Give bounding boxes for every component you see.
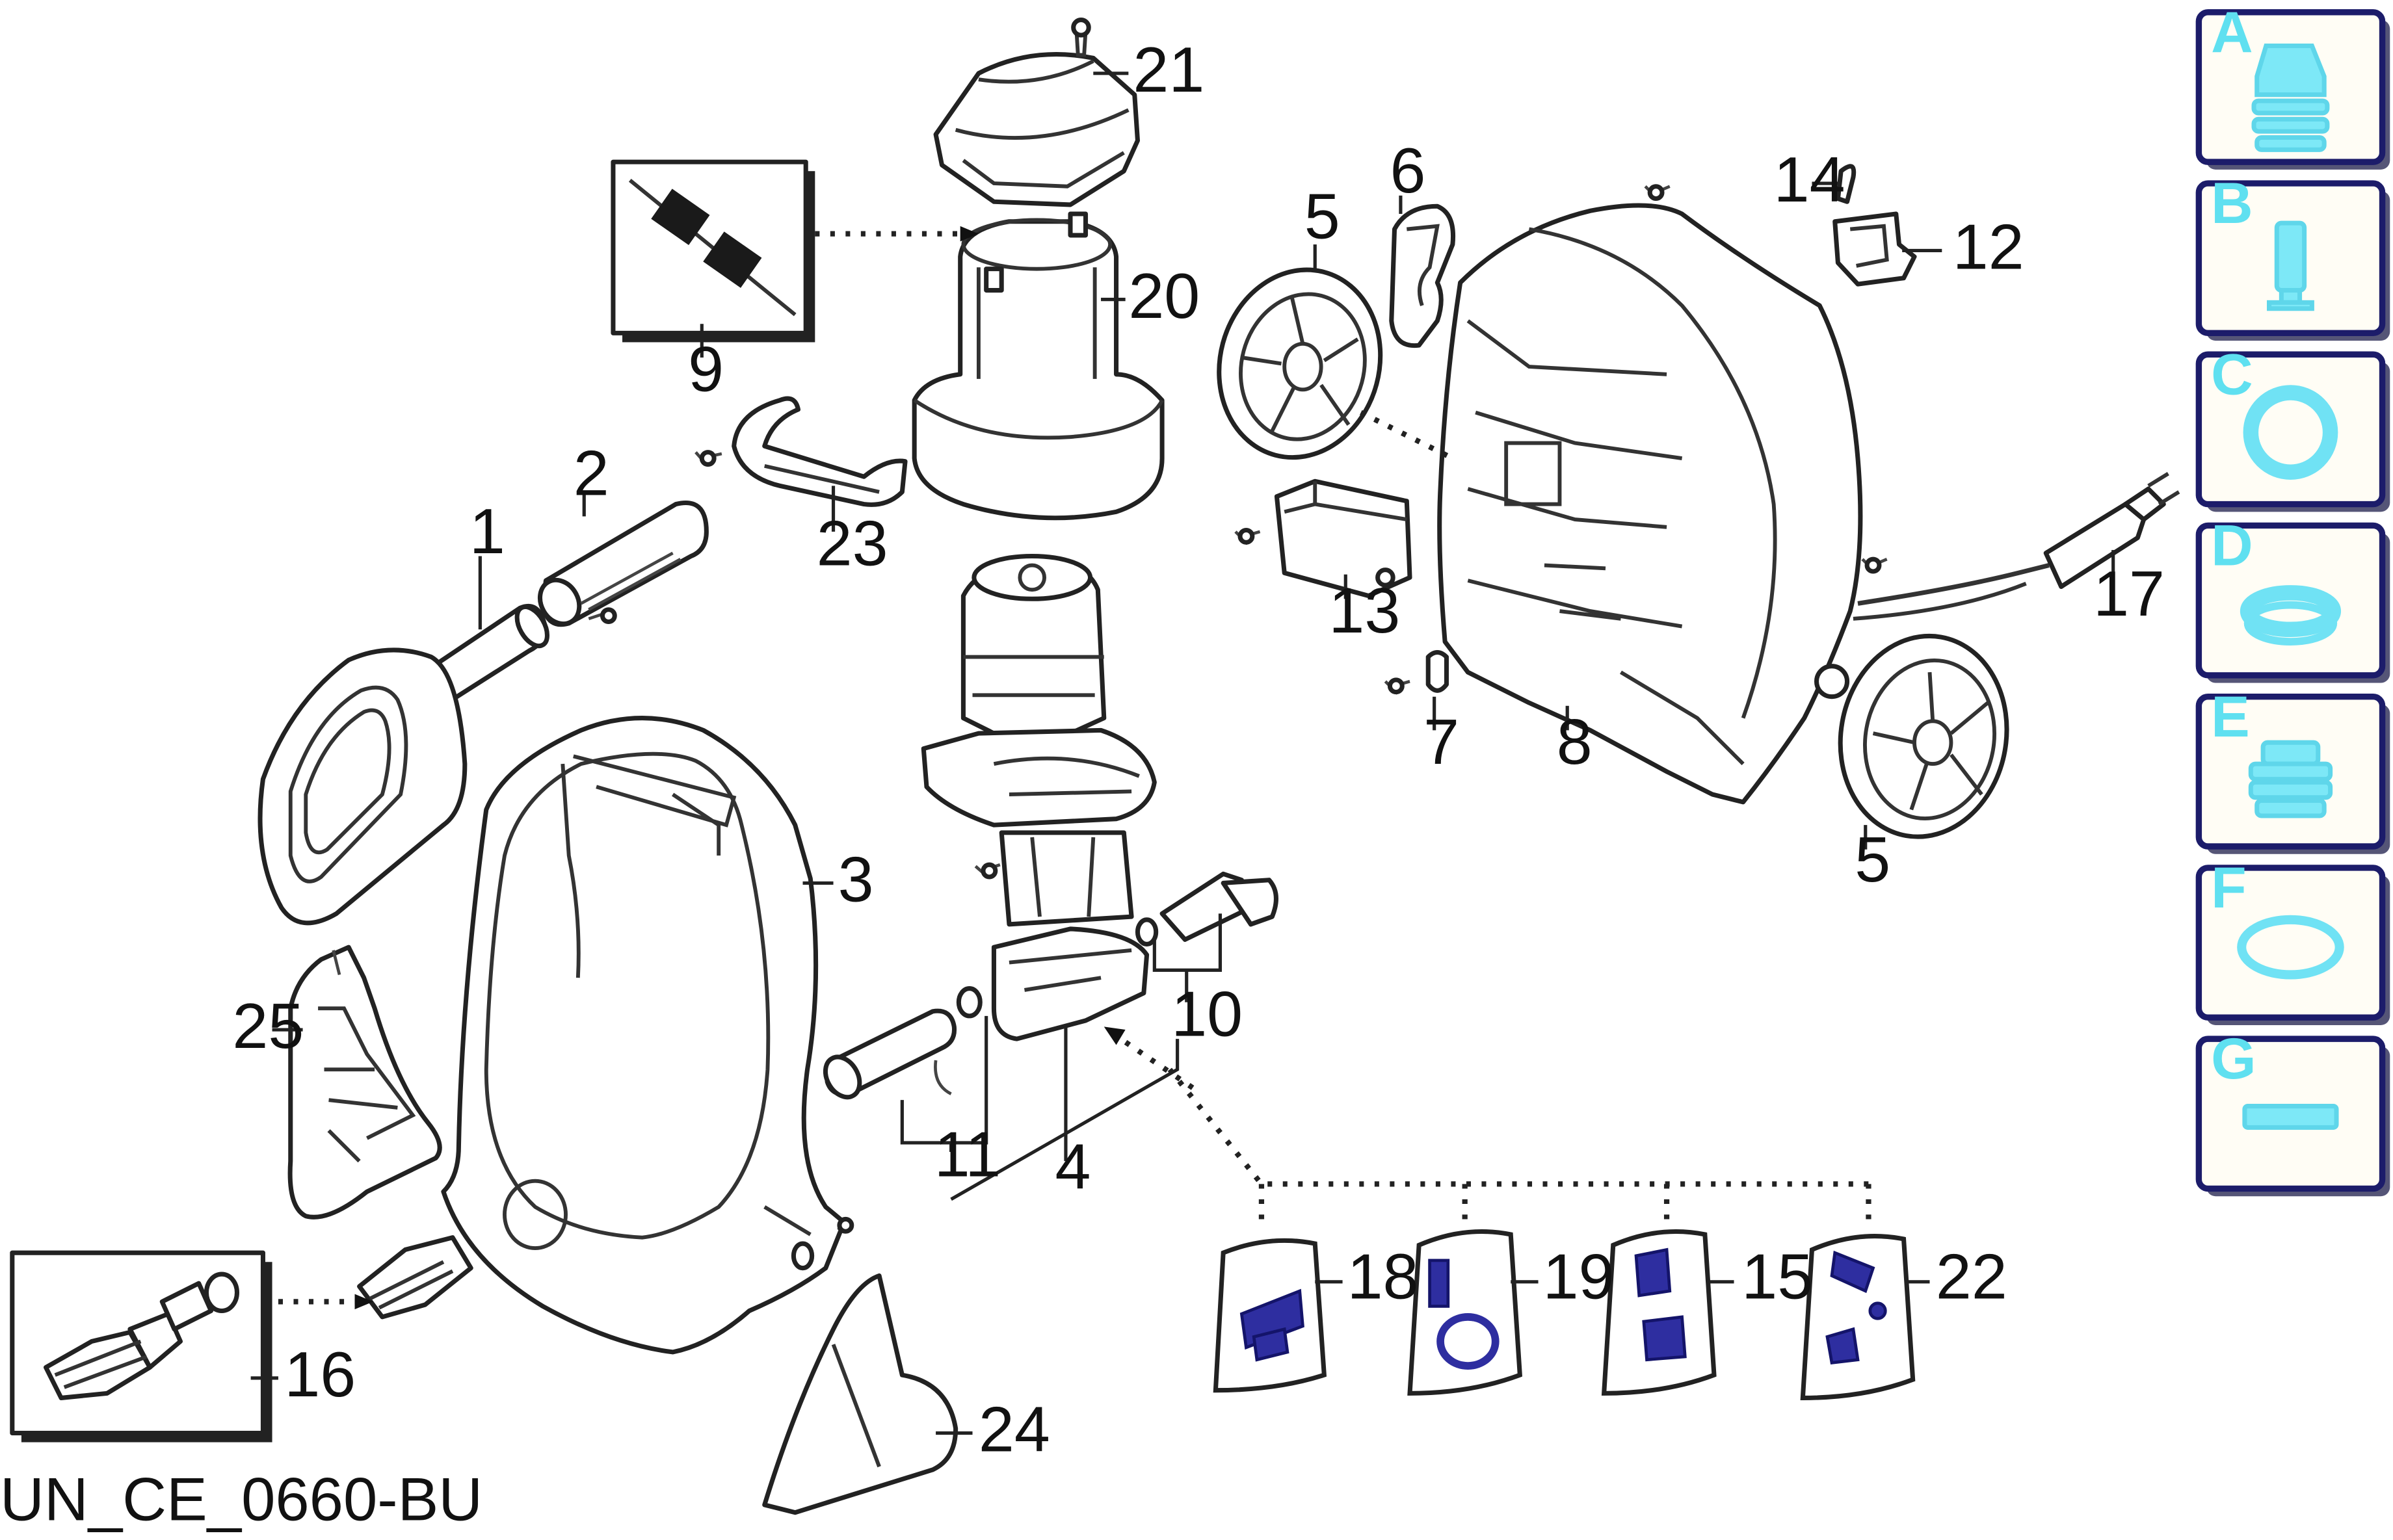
label-3: 3 bbox=[838, 844, 874, 915]
label-17: 17 bbox=[2093, 558, 2165, 629]
drawing-code: UN_CE_0660-BU bbox=[0, 1465, 483, 1533]
motor-housing-part[interactable] bbox=[912, 211, 1165, 521]
label-14: 14 bbox=[1774, 144, 1845, 215]
side-tab-g[interactable]: G bbox=[2195, 1026, 2390, 1197]
side-tab-a[interactable]: A bbox=[2195, 0, 2390, 170]
leader-lines bbox=[250, 72, 2115, 1435]
nozzle-icon bbox=[2251, 43, 2330, 152]
label-19: 19 bbox=[1543, 1241, 1615, 1312]
carbon-brushes-part[interactable] bbox=[611, 159, 815, 343]
label-13: 13 bbox=[1329, 575, 1400, 646]
wheel-lower-part[interactable] bbox=[1825, 623, 2022, 850]
side-tab-b[interactable]: B bbox=[2195, 170, 2390, 341]
oring-icon bbox=[2237, 915, 2344, 980]
electrical-box-part[interactable] bbox=[1234, 478, 1412, 599]
label-8: 8 bbox=[1557, 706, 1593, 777]
fitting-icon bbox=[2248, 740, 2333, 818]
kit-bag-22[interactable] bbox=[1800, 1234, 1916, 1400]
label-10: 10 bbox=[1171, 978, 1243, 1049]
label-9: 9 bbox=[688, 333, 724, 405]
tab-letter-c: C bbox=[2211, 341, 2253, 406]
side-tab-e[interactable]: E bbox=[2195, 684, 2390, 854]
side-trim-part[interactable] bbox=[287, 945, 442, 1220]
label-12: 12 bbox=[1953, 211, 2024, 283]
clip-part[interactable] bbox=[1389, 203, 1456, 348]
lower-cover-part[interactable] bbox=[762, 1216, 959, 1515]
label-7: 7 bbox=[1423, 706, 1459, 777]
label-18: 18 bbox=[1347, 1241, 1419, 1312]
label-11: 11 bbox=[934, 1119, 1001, 1190]
cable-hook-part[interactable] bbox=[1384, 650, 1449, 695]
clamp-screw-part[interactable] bbox=[1835, 164, 1857, 204]
label-5-upper: 5 bbox=[1304, 181, 1340, 252]
label-5-lower: 5 bbox=[1855, 824, 1890, 895]
water-inlet-part[interactable] bbox=[10, 1235, 473, 1442]
label-1: 1 bbox=[469, 495, 505, 567]
kit-bag-15[interactable] bbox=[1601, 1229, 1717, 1396]
side-tab-c[interactable]: C bbox=[2195, 341, 2390, 512]
cylinder-icon bbox=[2267, 220, 2314, 311]
kit-bag-18[interactable] bbox=[1213, 1238, 1327, 1393]
bracket-part[interactable] bbox=[694, 396, 908, 507]
power-cord-part[interactable] bbox=[1853, 472, 2180, 621]
wheel-upper-part[interactable] bbox=[1198, 252, 1401, 476]
pump-motor-assembly-part[interactable] bbox=[921, 553, 1157, 1041]
part-number-labels: 21 20 9 23 2 1 3 25 24 16 5 6 13 7 8 5 1… bbox=[232, 34, 2165, 1465]
front-cover-part[interactable] bbox=[441, 716, 847, 1355]
tab-letter-b: B bbox=[2211, 170, 2253, 235]
label-2: 2 bbox=[574, 437, 609, 508]
side-tab-d[interactable]: D bbox=[2195, 513, 2390, 683]
label-25: 25 bbox=[232, 990, 304, 1062]
label-24: 24 bbox=[979, 1394, 1050, 1465]
label-4: 4 bbox=[1055, 1130, 1091, 1202]
handle-grip-part[interactable] bbox=[258, 647, 468, 926]
tab-letter-e: E bbox=[2211, 684, 2250, 749]
label-15: 15 bbox=[1741, 1241, 1813, 1312]
inlet-fitting-part[interactable] bbox=[819, 986, 983, 1104]
frame-chassis-part[interactable] bbox=[1437, 184, 1888, 805]
label-23: 23 bbox=[817, 508, 888, 579]
motor-cap-part[interactable] bbox=[933, 18, 1140, 207]
kit-bag-19[interactable] bbox=[1407, 1229, 1523, 1396]
ring-icon bbox=[2243, 385, 2338, 480]
tab-letter-a: A bbox=[2211, 0, 2253, 64]
tab-letter-d: D bbox=[2211, 513, 2253, 578]
label-20: 20 bbox=[1128, 260, 1200, 332]
label-16: 16 bbox=[284, 1338, 356, 1410]
label-22: 22 bbox=[1936, 1241, 2007, 1312]
cable-clamp-part[interactable] bbox=[1832, 211, 1917, 287]
side-tab-f[interactable]: F bbox=[2195, 855, 2390, 1025]
gasket-icon bbox=[2242, 1104, 2339, 1130]
seal-ring-icon bbox=[2240, 585, 2342, 646]
tab-letter-g: G bbox=[2211, 1026, 2256, 1091]
outlet-fitting-part[interactable] bbox=[1135, 871, 1278, 946]
label-6: 6 bbox=[1390, 135, 1425, 206]
tab-letter-f: F bbox=[2211, 855, 2247, 920]
grip-sleeve-part[interactable] bbox=[533, 500, 709, 631]
label-21: 21 bbox=[1133, 34, 1204, 105]
